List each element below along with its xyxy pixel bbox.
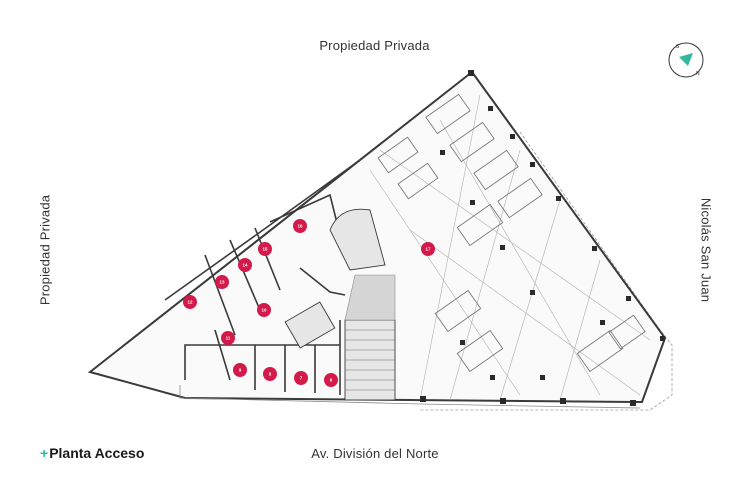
unit-number-10: 10 [261, 308, 267, 313]
unit-number-16: 16 [297, 224, 303, 229]
compass-south-letter: S [676, 44, 680, 50]
unit-markers: 6 7 8 9 10 11 12 13 14 15 16 17 [183, 219, 435, 387]
plan-title-text: Planta Acceso [49, 445, 145, 461]
unit-marker-15 [258, 242, 272, 256]
unit-marker-7 [294, 371, 308, 385]
unit-number-6: 6 [330, 378, 333, 383]
unit-marker-8 [263, 367, 277, 381]
plus-icon: + [40, 445, 49, 461]
unit-number-17: 17 [425, 247, 431, 252]
label-west-boundary: Propiedad Privada [37, 194, 53, 306]
parking-area [369, 94, 651, 401]
unit-number-12: 12 [187, 300, 193, 305]
unit-marker-6 [324, 373, 338, 387]
unit-marker-12 [183, 295, 197, 309]
corridor [344, 274, 396, 321]
parking-spots [377, 93, 646, 373]
sidewalk-line [179, 385, 641, 409]
site-boundary-dashed [420, 131, 673, 411]
unit-number-15: 15 [262, 247, 268, 252]
structural-columns [420, 70, 665, 406]
unit-number-13: 13 [219, 280, 225, 285]
unit-marker-11 [221, 331, 235, 345]
unit-marker-16 [293, 219, 307, 233]
unit-number-11: 11 [226, 336, 231, 341]
unit-marker-9 [233, 363, 247, 377]
unit-number-8: 8 [269, 372, 272, 377]
label-north-boundary: Propiedad Privada [319, 38, 430, 53]
unit-number-7: 7 [300, 376, 303, 381]
label-east-street: Nicolás San Juan [698, 197, 714, 303]
unit-marker-14 [238, 258, 252, 272]
label-south-street: Av. División del Norte [311, 446, 439, 461]
compass-icon: S N [668, 42, 704, 78]
unit-number-9: 9 [239, 368, 242, 373]
unit-marker-10 [257, 303, 271, 317]
unit-marker-17 [421, 242, 435, 256]
plan-title: +Planta Acceso [40, 445, 144, 461]
compass-north-letter: N [696, 71, 700, 77]
stair-treads [345, 329, 395, 391]
unit-marker-13 [215, 275, 229, 289]
unit-number-14: 14 [242, 263, 248, 268]
